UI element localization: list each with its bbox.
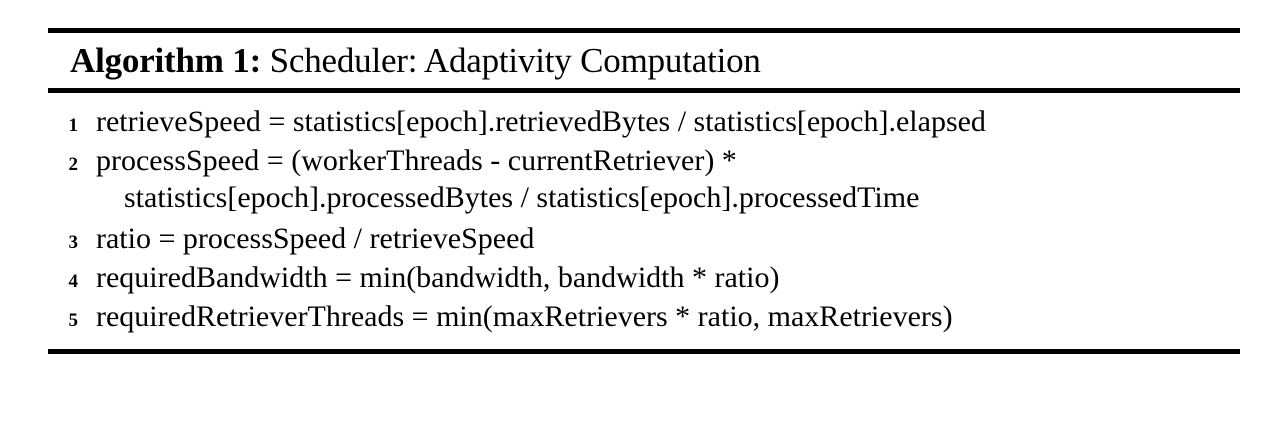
- algorithm-caption: Algorithm 1: Scheduler: Adaptivity Compu…: [48, 33, 1240, 88]
- line-number: 2: [68, 153, 79, 175]
- algorithm-line: 1 retrieveSpeed = statistics[epoch].retr…: [48, 103, 1240, 142]
- line-code: requiredBandwidth = min(bandwidth, bandw…: [96, 260, 780, 294]
- algorithm-figure: Algorithm 1: Scheduler: Adaptivity Compu…: [48, 28, 1240, 354]
- line-code: requiredRetrieverThreads = min(maxRetrie…: [96, 299, 953, 333]
- algorithm-line: 5 requiredRetrieverThreads = min(maxRetr…: [48, 298, 1240, 337]
- algorithm-caption-text: Scheduler: Adaptivity Computation: [269, 41, 761, 80]
- line-number: 1: [68, 114, 79, 136]
- line-code: ratio = processSpeed / retrieveSpeed: [96, 221, 535, 255]
- algorithm-line: 4 requiredBandwidth = min(bandwidth, ban…: [48, 259, 1240, 298]
- line-number: 4: [68, 270, 79, 292]
- figure-bottom-rule: [48, 348, 1240, 354]
- line-code: retrieveSpeed = statistics[epoch].retrie…: [96, 104, 986, 138]
- algorithm-caption-label: Algorithm 1:: [70, 41, 262, 80]
- line-number: 3: [68, 231, 79, 253]
- algorithm-line: 3 ratio = processSpeed / retrieveSpeed: [48, 220, 1240, 259]
- algorithm-line: 2 processSpeed = (workerThreads - curren…: [48, 142, 1240, 181]
- line-number: 5: [68, 309, 79, 331]
- figure-top-rule: [48, 28, 1240, 33]
- line-code: processSpeed = (workerThreads - currentR…: [96, 143, 737, 177]
- figure-middle-rule: [48, 87, 1240, 93]
- line-code: statistics[epoch].processedBytes / stati…: [124, 180, 920, 214]
- algorithm-line-continuation: statistics[epoch].processedBytes / stati…: [48, 181, 1240, 220]
- algorithm-body: 1 retrieveSpeed = statistics[epoch].retr…: [48, 93, 1240, 349]
